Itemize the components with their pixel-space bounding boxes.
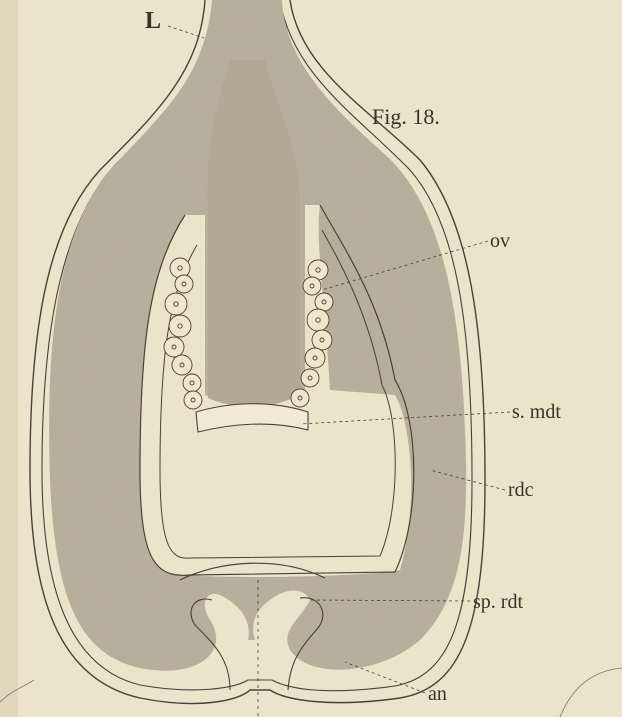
label-L: L [145, 8, 161, 34]
label-rdc: rdc [508, 479, 534, 501]
label-s-mdt: s. mdt [512, 401, 561, 423]
label-ov: ov [490, 230, 510, 252]
label-an: an [428, 683, 447, 705]
label-sp-rdt: sp. rdt [473, 591, 523, 613]
figure-title: Fig. 18. [372, 104, 440, 129]
